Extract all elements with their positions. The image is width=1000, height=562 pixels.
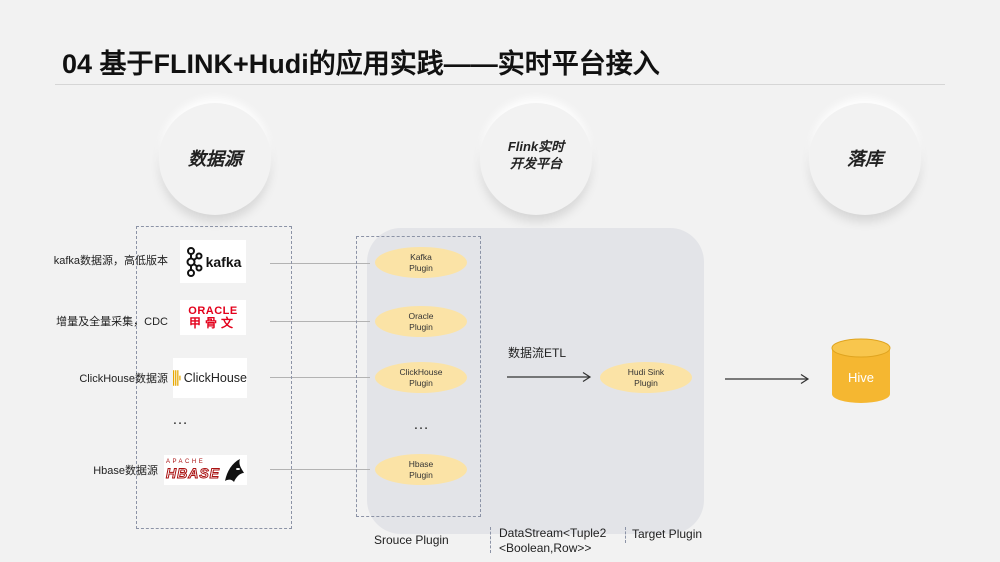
- stage-label-source: 数据源: [188, 149, 242, 169]
- orca-icon: [225, 459, 245, 482]
- clickhouse-icon: [173, 370, 181, 386]
- connector-hbase: [270, 469, 370, 470]
- oracle-plugin-line2: Plugin: [409, 321, 433, 332]
- stage-label-flink: Flink实时 开发平台: [480, 138, 592, 172]
- datastream-label: DataStream<Tuple2 <Boolean,Row>>: [499, 526, 606, 556]
- kafka-plugin-line2: Plugin: [409, 262, 433, 273]
- plugin-ellipsis: …: [413, 416, 430, 433]
- title-divider: [55, 84, 945, 85]
- clickhouse-logo: ClickHouse: [173, 358, 247, 398]
- source-plugin-label: Srouce Plugin: [374, 533, 449, 547]
- hudi-sink-line2: Plugin: [634, 377, 658, 388]
- source-group-box: [136, 226, 292, 529]
- bottom-divider-left: [490, 527, 492, 553]
- source-label-kafka: kafka数据源，高低版本: [53, 255, 168, 267]
- hbase-logo: APACHE HBASE: [164, 455, 247, 485]
- clickhouse-plugin-line1: ClickHouse: [399, 367, 443, 377]
- hbase-plugin-line2: Plugin: [409, 469, 433, 480]
- stage-circle-flink: [480, 103, 592, 215]
- hive-label: Hive: [847, 370, 874, 385]
- clickhouse-logo-text: ClickHouse: [183, 371, 247, 385]
- kafka-icon: [186, 246, 203, 277]
- hbase-plugin-line1: Hbase: [408, 459, 434, 469]
- hudi-sink-line1: Hudi Sink: [627, 367, 665, 377]
- source-label-clickhouse: ClickHouse数据源: [79, 373, 168, 385]
- oracle-logo-text: ORACLE: [188, 305, 238, 317]
- datastream-label-line1: DataStream<Tuple2: [499, 526, 607, 540]
- oracle-plugin-line1: Oracle: [408, 311, 434, 321]
- kafka-logo: kafka: [180, 240, 246, 283]
- stage-circle-sink: [809, 103, 921, 215]
- stage-label-flink-line1: Flink实时: [507, 139, 565, 154]
- kafka-logo-text: kafka: [205, 253, 242, 270]
- clickhouse-plugin-line2: Plugin: [409, 377, 433, 388]
- oracle-logo: ORACLE 甲骨文: [180, 300, 246, 335]
- oracle-logo-cn-text: 甲骨文: [188, 316, 237, 330]
- connector-clickhouse: [270, 377, 370, 378]
- datastream-label-line2: <Boolean,Row>>: [499, 541, 592, 555]
- hive-cylinder-icon: [831, 338, 891, 403]
- source-label-oracle: 增量及全量采集，CDC: [56, 316, 168, 328]
- bottom-divider-right: [625, 527, 627, 543]
- source-plugin-group-box: [356, 236, 481, 517]
- page-title: 04 基于FLINK+Hudi的应用实践——实时平台接入: [62, 49, 660, 79]
- etl-arrow: [507, 371, 592, 383]
- hbase-logo-apache-text: APACHE: [166, 459, 206, 465]
- stage-label-sink: 落库: [847, 149, 883, 169]
- connector-kafka: [270, 263, 370, 264]
- source-ellipsis: …: [172, 411, 189, 428]
- sink-arrow: [725, 373, 810, 385]
- hbase-logo-text: HBASE: [165, 465, 221, 481]
- connector-oracle: [270, 321, 370, 322]
- etl-label: 数据流ETL: [508, 346, 567, 360]
- kafka-plugin-line1: Kafka: [410, 252, 432, 262]
- source-label-hbase: Hbase数据源: [93, 465, 158, 477]
- stage-circle-source: [159, 103, 271, 215]
- stage-label-flink-line2: 开发平台: [509, 156, 562, 171]
- target-plugin-label: Target Plugin: [632, 527, 703, 541]
